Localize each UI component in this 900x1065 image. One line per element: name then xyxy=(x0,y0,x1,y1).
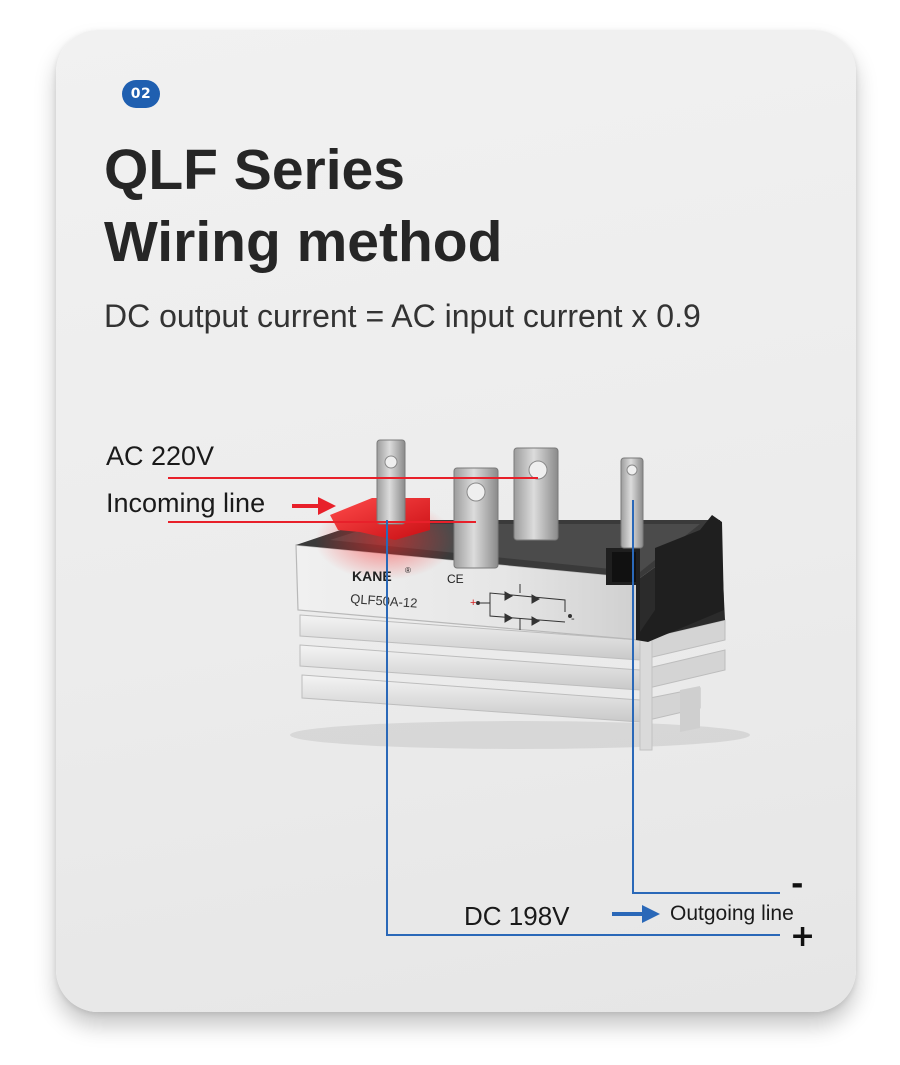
brand-mark: ® xyxy=(405,566,411,575)
plus-mark-printed: + xyxy=(470,597,476,609)
black-terminal-cover xyxy=(606,515,724,642)
minus-sign: - xyxy=(791,867,804,902)
terminal-ac-2 xyxy=(453,467,499,569)
plus-sign: + xyxy=(790,919,816,954)
title-line-1: QLF Series xyxy=(104,138,405,202)
brand-text: KANE xyxy=(352,568,392,584)
outgoing-line-label: Outgoing line xyxy=(670,902,794,925)
incoming-line-label: Incoming line xyxy=(106,488,266,518)
input-wiring xyxy=(168,477,538,523)
title-line-2: Wiring method xyxy=(104,210,503,274)
bridge-schematic-icon xyxy=(476,584,572,630)
output-line-minus xyxy=(632,500,780,894)
terminal-dc-plus xyxy=(513,447,559,541)
terminal-ac-1 xyxy=(376,439,406,525)
model-text: QLF50A-12 xyxy=(350,591,418,611)
shadow xyxy=(290,721,750,749)
output-line-plus xyxy=(386,520,780,936)
minus-mark-printed: - xyxy=(571,613,575,625)
output-wiring xyxy=(386,500,780,936)
arrow-right-icon xyxy=(292,497,336,515)
arrow-right-icon xyxy=(612,905,660,923)
input-voltage-label: AC 220V xyxy=(106,441,215,471)
page-title: QLF Series Wiring method xyxy=(104,134,502,278)
step-badge: 02 xyxy=(122,80,160,108)
ce-mark: CE xyxy=(447,572,464,586)
output-voltage-label: DC 198V xyxy=(464,901,570,931)
formula-text: DC output current = AC input current x 0… xyxy=(104,298,701,334)
